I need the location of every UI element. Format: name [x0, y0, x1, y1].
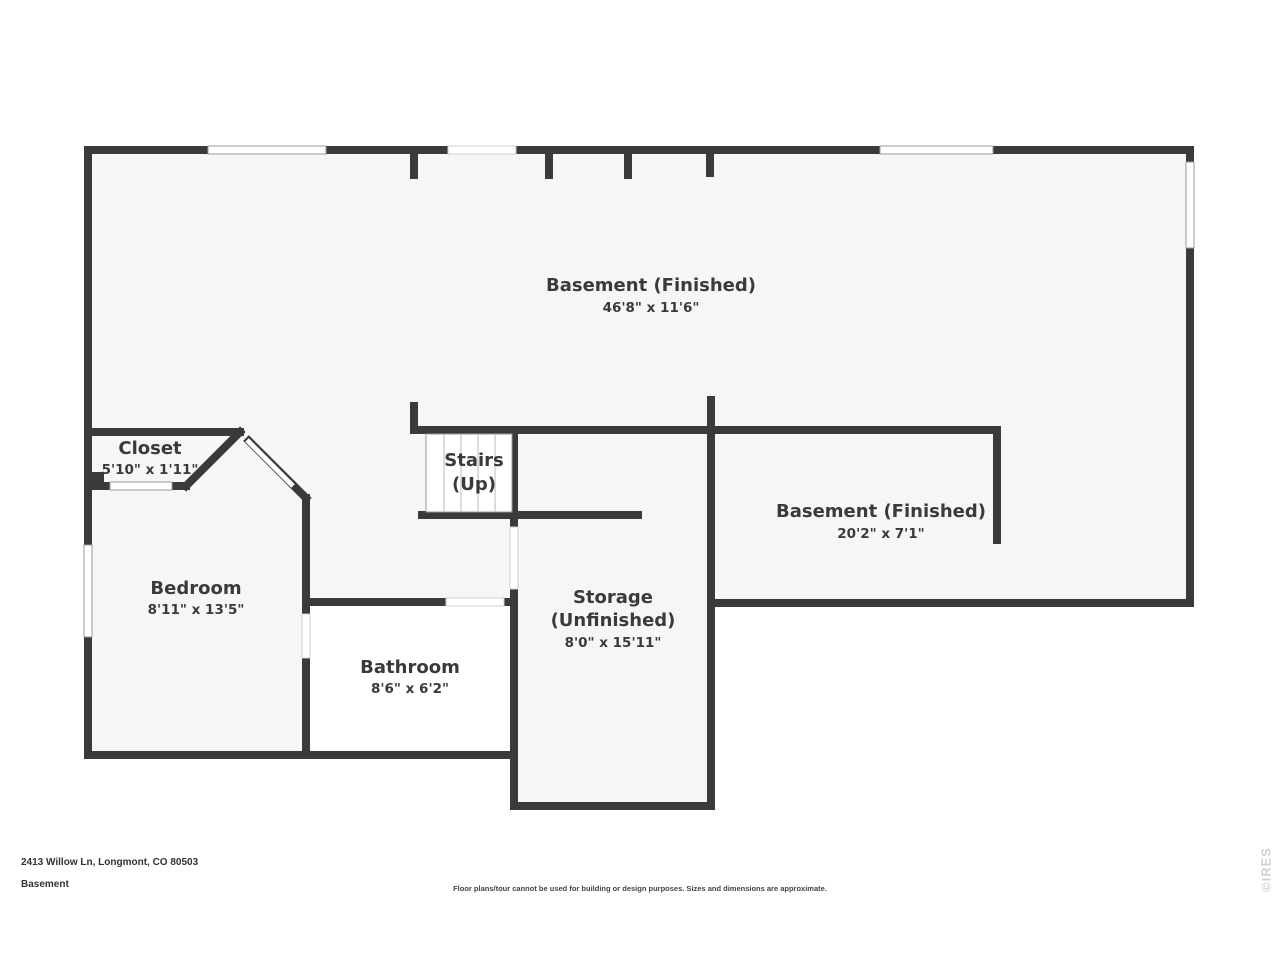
windows [83, 145, 1195, 659]
door-bedroom-bath [301, 613, 311, 659]
window-bedroom [83, 544, 93, 638]
room-storage-dims: 8'0" x 15'11" [565, 635, 662, 651]
room-storage-name-2: (Unfinished) [551, 610, 676, 631]
window-top-left [207, 145, 327, 155]
room-stairs-name-1: Stairs [444, 450, 503, 471]
opening-top [447, 145, 517, 155]
floor-fill [88, 150, 1190, 806]
room-bathroom-dims: 8'6" x 6'2" [371, 681, 449, 697]
door-stairs-storage [509, 526, 519, 590]
ires-watermark: ©IRES [1258, 847, 1274, 892]
room-bathroom-name: Bathroom [360, 657, 460, 678]
room-storage-name-1: Storage [573, 587, 653, 608]
window-top-right [879, 145, 994, 155]
room-bedroom-name: Bedroom [150, 578, 241, 599]
door-bathroom [445, 597, 505, 607]
room-basement-main-name: Basement (Finished) [546, 275, 756, 296]
footer-address: 2413 Willow Ln, Longmont, CO 80503 [21, 857, 199, 868]
room-basement-east-name: Basement (Finished) [776, 501, 986, 522]
room-basement-main-dims: 46'8" x 11'6" [603, 300, 700, 316]
room-closet-dims: 5'10" x 1'11" [102, 462, 199, 478]
room-closet-name: Closet [118, 438, 182, 459]
footer-disclaimer: Floor plans/tour cannot be used for buil… [453, 884, 827, 893]
stairs-treads [425, 433, 513, 513]
door-closet-diagonal-inner [245, 438, 295, 488]
room-basement-east-dims: 20'2" x 7'1" [837, 526, 924, 542]
room-bedroom-dims: 8'11" x 13'5" [148, 602, 245, 618]
footer-level: Basement [21, 879, 69, 890]
window-closet [109, 481, 173, 491]
room-stairs-name-2: (Up) [452, 474, 496, 495]
closet-post [92, 472, 104, 486]
window-right [1185, 161, 1195, 249]
room-labels: Basement (Finished) 46'8" x 11'6" Stairs… [102, 275, 986, 697]
